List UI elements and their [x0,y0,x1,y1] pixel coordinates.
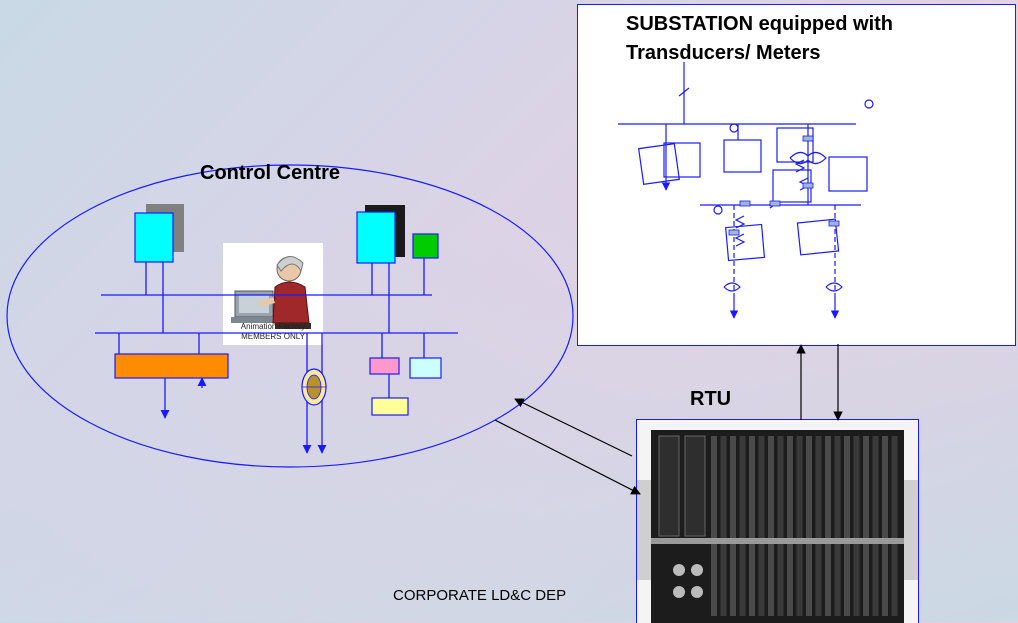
rtu-card-slot [844,436,850,616]
operator-caption: Animation Factory MEMBERS ONLY [240,322,306,341]
operator-at-computer-image: Animation Factory MEMBERS ONLY [223,243,323,345]
control-centre-ellipse [6,164,574,468]
rtu-rack-image [636,419,919,623]
rtu-card-slot [796,436,803,616]
rtu-card-slot [739,436,746,616]
rtu-card-slot [872,436,879,616]
link-rtu-to-cc [514,398,633,457]
substation-panel [577,4,1016,346]
control-centre-label: Control Centre [200,162,340,184]
rtu-card-slot [853,436,860,616]
rtu-card-slot [834,436,841,616]
rtu-card-slot [825,436,831,616]
rtu-card-slot [720,436,727,616]
rtu-power-module [658,435,680,537]
rtu-card-slot [749,436,755,616]
rtu-card-slot [730,436,736,616]
rtu-card-slot [787,436,793,616]
orange-server [114,353,229,379]
light-cyan-device [409,357,442,379]
pink-device [369,357,400,375]
rtu-card-slot [777,436,784,616]
substation-single-line-diagram [618,62,874,319]
workstation-1 [134,212,174,263]
substation-label: SUBSTATION equipped with Transducers/ Me… [626,13,894,64]
rtu-card-slot [882,436,888,616]
link-cc-to-rtu [494,419,641,495]
footer-text: CORPORATE LD&C DEP [393,587,567,604]
workstation-2 [356,211,396,264]
rtu-card-slot [863,436,869,616]
rtu-label: RTU [690,388,732,410]
rtu-power-module [684,435,706,537]
rtu-card-slot [815,436,822,616]
rtu-card-slot [711,436,717,616]
yellow-device [371,397,409,416]
green-device [412,233,439,259]
rtu-card-slot [806,436,812,616]
rtu-rack-drawing [637,430,918,623]
rtu-card-slot [768,436,774,616]
rtu-card-slot [891,436,898,616]
operator-icon [231,256,311,329]
rtu-card-slot [758,436,765,616]
